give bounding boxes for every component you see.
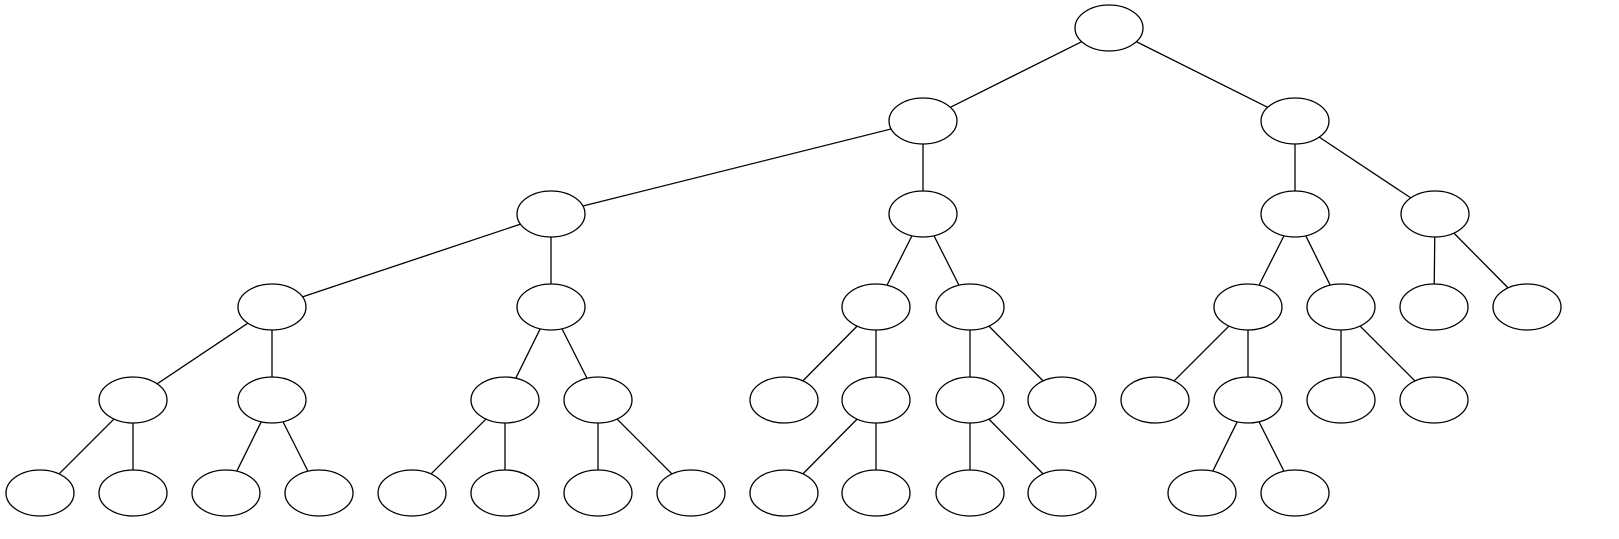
tree-node: [1260, 190, 1330, 238]
tree-edge: [430, 418, 487, 475]
tree-node: [237, 283, 307, 331]
tree-node: [1306, 376, 1376, 424]
tree-edge: [933, 235, 960, 286]
tree-node: [1306, 283, 1376, 331]
tree-node: [516, 190, 586, 238]
tree-node: [1027, 376, 1097, 424]
tree-edge: [616, 418, 673, 475]
tree-edge: [1318, 136, 1412, 199]
tree-edge: [561, 328, 588, 379]
tree-node: [470, 376, 540, 424]
tree-node: [516, 283, 586, 331]
tree-node: [563, 376, 633, 424]
tree-node: [470, 469, 540, 517]
tree-node: [935, 283, 1005, 331]
tree-node: [1213, 283, 1283, 331]
tree-node: [1400, 190, 1470, 238]
tree-edge: [988, 325, 1044, 382]
tree-edge: [1258, 235, 1285, 286]
tree-edge: [1173, 325, 1230, 382]
tree-edge: [302, 223, 521, 298]
tree-edge: [515, 328, 541, 379]
tree-node: [1399, 283, 1469, 331]
tree-edge: [886, 235, 913, 286]
tree-node: [749, 376, 819, 424]
tree-edge: [58, 418, 115, 475]
tree-node: [841, 376, 911, 424]
tree-edge: [1305, 235, 1331, 286]
tree-node: [1167, 469, 1237, 517]
tree-node: [1213, 376, 1283, 424]
tree-node: [191, 469, 261, 517]
tree-node: [935, 469, 1005, 517]
tree-edge: [1258, 421, 1285, 472]
tree-node: [888, 190, 958, 238]
tree-edge: [802, 418, 858, 475]
tree-node: [563, 469, 633, 517]
tree-edge: [1359, 325, 1416, 382]
tree-node: [98, 469, 168, 517]
tree-node: [237, 376, 307, 424]
tree-node: [1260, 97, 1330, 145]
tree-node: [1074, 4, 1144, 52]
tree-node: [1399, 376, 1469, 424]
tree-edge: [1212, 421, 1238, 472]
tree-edge: [236, 421, 262, 472]
tree-node: [5, 469, 75, 517]
tree-node: [749, 469, 819, 517]
tree-node: [284, 469, 354, 517]
tree-edge: [582, 128, 892, 207]
tree-node: [888, 97, 958, 145]
tree-node: [1027, 469, 1097, 517]
tree-edge: [1136, 41, 1268, 108]
tree-edge: [988, 418, 1044, 475]
tree-edge: [156, 322, 249, 385]
edges: [58, 41, 1509, 475]
tree-node: [377, 469, 447, 517]
tree-edge: [1453, 232, 1509, 289]
tree-edge: [802, 325, 858, 382]
nodes: [5, 4, 1562, 517]
tree-node: [98, 376, 168, 424]
tree-edge: [950, 41, 1082, 108]
tree-node: [656, 469, 726, 517]
tree-node: [1120, 376, 1190, 424]
tree-node: [841, 469, 911, 517]
tree-node: [841, 283, 911, 331]
tree-edge: [282, 421, 309, 472]
tree-node: [935, 376, 1005, 424]
tree-node: [1260, 469, 1330, 517]
tree-edge: [1433, 236, 1436, 285]
tree-node: [1492, 283, 1562, 331]
